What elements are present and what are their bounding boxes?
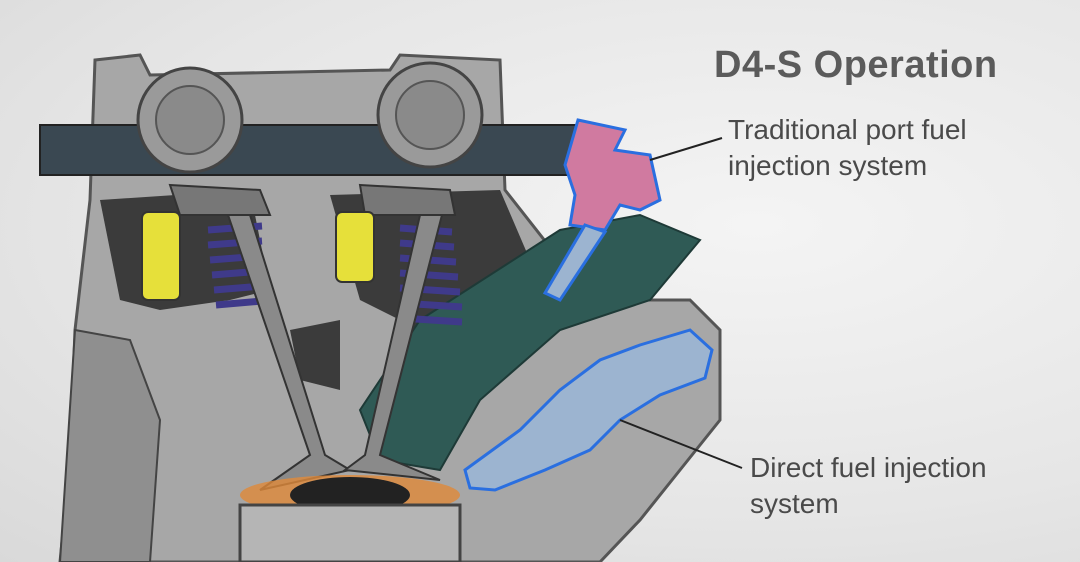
rocker-arm — [358, 183, 457, 216]
leader-line-direct — [619, 419, 743, 469]
port-injection-label: Traditional port fuel injection system — [728, 112, 967, 184]
camshaft-lobe — [155, 85, 225, 155]
lower-casting — [58, 328, 162, 562]
hydraulic-lifter — [141, 211, 181, 301]
label-line: injection system — [728, 150, 928, 181]
label-line: system — [750, 488, 839, 519]
intake-valve — [342, 214, 444, 481]
port-fuel-injector — [563, 118, 662, 232]
rocker-arm — [168, 183, 272, 216]
leader-line-port — [649, 137, 723, 161]
direct-injection-label: Direct fuel injection system — [750, 450, 987, 522]
hydraulic-lifter — [335, 211, 375, 283]
intake-port — [358, 213, 702, 472]
piston — [238, 503, 462, 562]
combustion-cavity — [290, 320, 340, 390]
camshaft-rail — [39, 124, 601, 176]
camshaft-lobe — [395, 80, 465, 150]
port-injector-nozzle — [542, 223, 608, 302]
direct-fuel-injector — [463, 328, 714, 492]
label-line: Direct fuel injection — [750, 452, 987, 483]
label-line: Traditional port fuel — [728, 114, 967, 145]
diagram-title: D4-S Operation — [714, 44, 998, 86]
